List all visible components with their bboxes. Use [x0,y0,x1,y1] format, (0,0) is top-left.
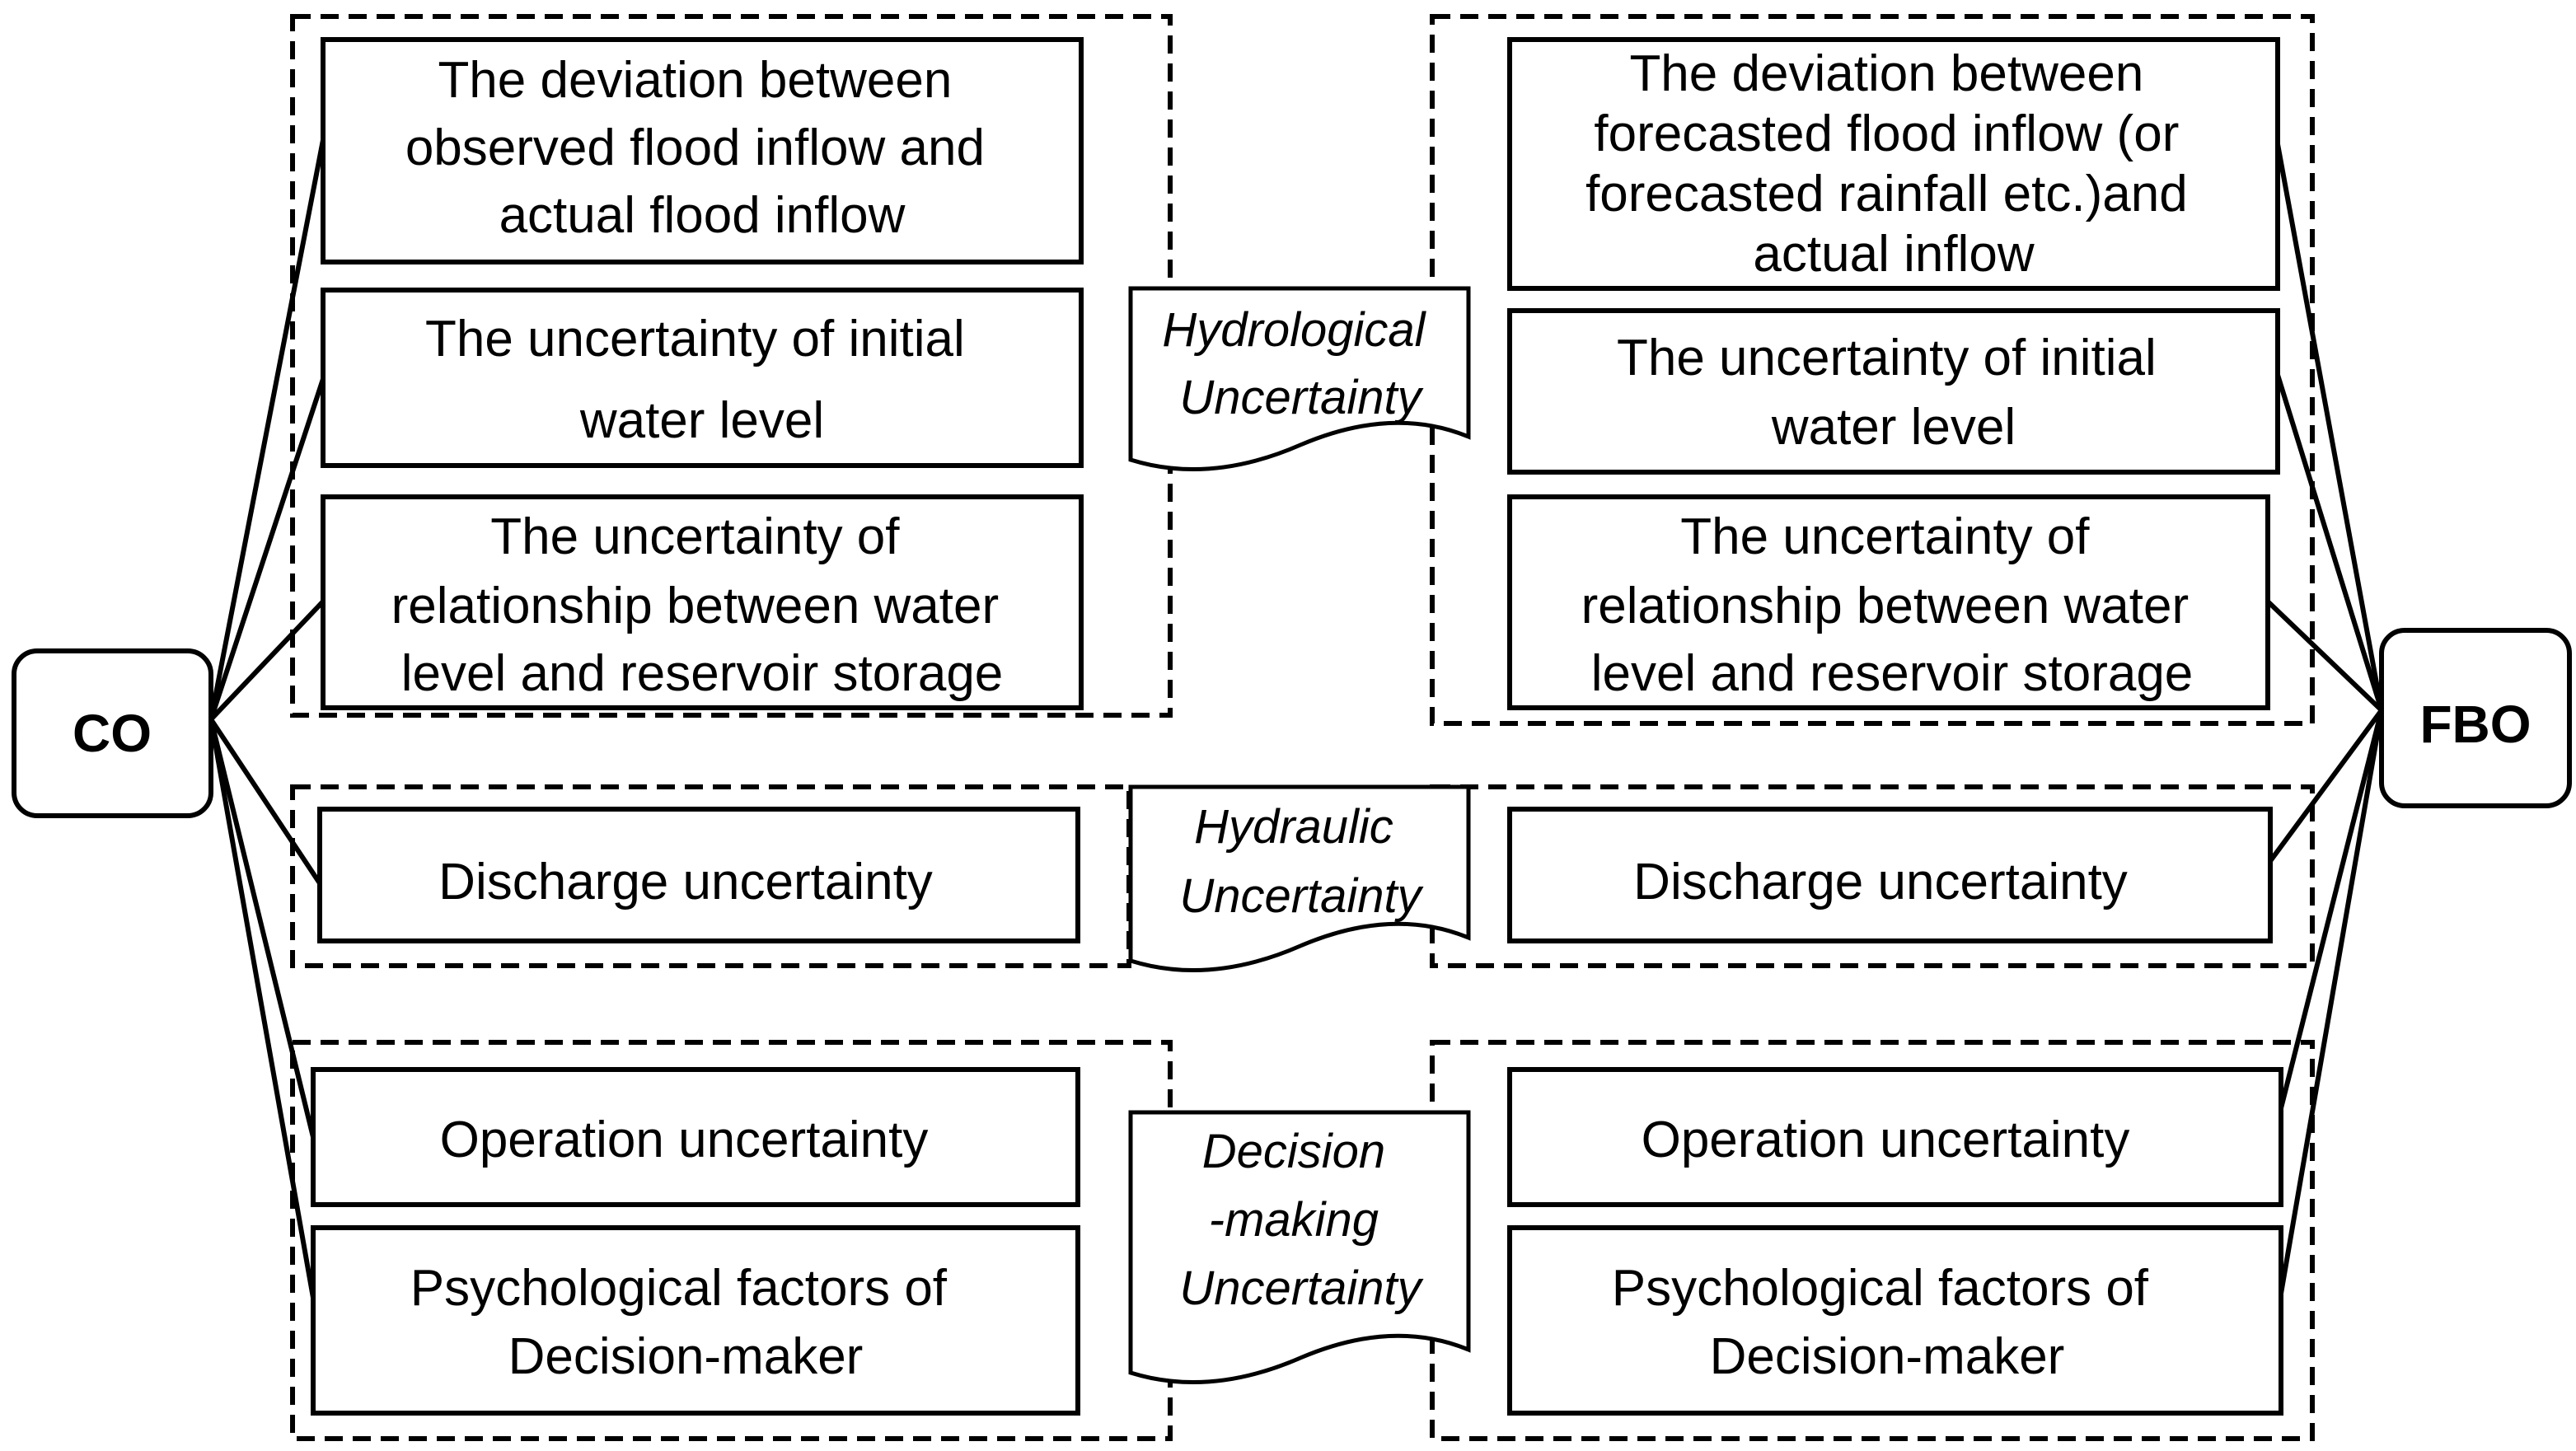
hydrological-category-shape [1128,286,1471,472]
connector-fbo-psychological [2279,709,2384,1294]
co-node [12,648,213,818]
hydraulic-category-shape [1128,784,1471,973]
connector-fbo-operation [2279,709,2384,1109]
right-operation-box [1507,1067,2283,1207]
connector-co-deviation [208,139,326,720]
left-operation-box [311,1067,1080,1207]
connector-fbo-deviation [2275,143,2384,711]
left-psychological-text: Psychological factors of Decision-maker [410,1260,962,1385]
left-initial-level-box [321,288,1084,468]
decision-category-label: Decision -making Uncertainty [1179,1125,1423,1315]
connector-fbo-initial-level [2275,374,2384,711]
decision-category-shape [1128,1110,1471,1385]
left-relationship-box [321,494,1084,710]
right-hydrological-group [1430,14,2315,726]
left-discharge-text: Discharge uncertainty [438,854,933,910]
left-psychological-box [311,1225,1080,1416]
right-initial-level-text: The uncertainty of initial water level [1617,330,2171,456]
connector-co-initial-level [208,378,326,720]
fbo-node [2379,628,2572,808]
right-deviation-text: The deviation between forecasted flood i… [1585,45,2202,283]
hydraulic-category-label: Hydraulic Uncertainty [1179,800,1423,923]
connector-co-psychological [208,718,316,1299]
connector-co-operation [208,718,316,1138]
right-discharge-text: Discharge uncertainty [1633,854,2128,910]
left-initial-level-text: The uncertainty of initial water level [425,311,979,449]
connector-co-relationship [208,599,326,722]
right-discharge-box [1507,807,2273,943]
right-psychological-text: Psychological factors of Decision-maker [1612,1260,2163,1385]
left-operation-text: Operation uncertainty [440,1112,929,1168]
co-label: CO [73,704,152,763]
connector-fbo-relationship [2265,599,2384,713]
right-operation-text: Operation uncertainty [1642,1112,2130,1168]
right-initial-level-box [1507,308,2280,475]
hydrological-category-label: Hydrological Uncertainty [1162,303,1438,424]
right-psychological-box [1507,1225,2283,1416]
left-hydrological-group [290,14,1173,718]
left-relationship-text: The uncertainty of relationship between … [391,508,1014,702]
left-deviation-text: The deviation between observed flood inf… [405,52,999,244]
left-deviation-box [321,37,1084,264]
right-relationship-text: The uncertainty of relationship between … [1581,508,2204,702]
fbo-label: FBO [2419,695,2531,754]
left-discharge-box [317,807,1080,943]
right-relationship-box [1507,494,2270,710]
connector-fbo-discharge [2268,709,2384,863]
connector-co-discharge [208,718,322,885]
right-deviation-box [1507,37,2280,291]
